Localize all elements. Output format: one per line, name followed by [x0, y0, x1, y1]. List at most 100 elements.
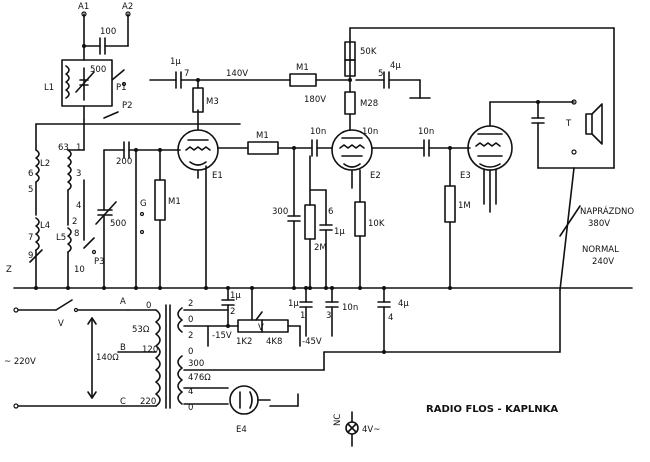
label-c1u-mid: 1µ — [334, 227, 345, 237]
label-r1k2: 1K2 — [236, 337, 252, 347]
label-n300: 300 — [188, 359, 204, 369]
label-l3-2: 2 — [72, 217, 77, 227]
label-m3: M3 — [206, 97, 219, 107]
labels: A1 A2 100 500 P1 L1 P2 L2 63 3 4 2 1 6 5… — [4, 2, 634, 435]
label-n7: 7 — [28, 233, 33, 243]
label-n8: 8 — [74, 229, 79, 239]
label-r10k: 10K — [368, 219, 385, 229]
label-t: T — [565, 119, 572, 129]
label-c1u-a: 1µ — [230, 291, 241, 301]
label-m28: M28 — [360, 99, 378, 109]
label-c2: 2 — [230, 307, 235, 317]
label-c1: 1 — [300, 311, 305, 321]
label-l3-1: 1 — [76, 143, 81, 153]
label-c4: 4 — [388, 313, 393, 323]
label-m1-left: M1 — [168, 197, 181, 207]
label-s2b: 2 — [188, 331, 193, 341]
antenna-section — [61, 11, 131, 121]
label-p1: P1 — [116, 83, 127, 93]
label-g: G — [140, 199, 147, 209]
label-lamp: 4V~ — [362, 425, 380, 435]
label-c3: 3 — [326, 311, 331, 321]
power-supply — [13, 205, 581, 447]
label-v180: 180V — [304, 95, 326, 105]
label-s0a: 0 — [188, 315, 193, 325]
label-n0c: 0 — [188, 403, 193, 413]
label-c4u: 4µ — [398, 299, 409, 309]
label-v140: 140V — [226, 69, 248, 79]
label-l3-3: 3 — [76, 169, 81, 179]
label-m45: -45V — [302, 337, 322, 347]
label-c100: 100 — [100, 27, 116, 37]
label-l2: L2 — [40, 159, 50, 169]
label-n6b: 6 — [328, 207, 333, 217]
tube-e3 — [467, 99, 603, 291]
label-v220: ~ 220V — [4, 357, 36, 367]
label-tap-b: B — [120, 343, 126, 353]
label-c1u-top: 1µ — [170, 57, 181, 67]
grid-network — [103, 141, 181, 289]
label-c10n-c: 10n — [418, 127, 434, 137]
junction-dots — [34, 44, 540, 354]
label-e1: E1 — [212, 171, 223, 181]
label-c200: 200 — [116, 157, 132, 167]
label-s0b: 0 — [188, 347, 193, 357]
label-v240: 240V — [592, 257, 614, 267]
label-m1-top: M1 — [296, 63, 309, 73]
top-wiring — [149, 27, 615, 169]
label-c300: 300 — [272, 207, 288, 217]
label-lamp-tag: NC — [333, 414, 343, 426]
coil-column — [29, 119, 117, 289]
label-tap-a: A — [120, 297, 126, 307]
label-l3-4: 4 — [76, 201, 81, 211]
label-n7b: 7 — [184, 69, 189, 79]
label-napr: NAPRÁZDNO — [580, 205, 634, 217]
label-c500-top: 500 — [90, 65, 106, 75]
label-n220: 220 — [140, 397, 156, 407]
label-r53: 53Ω — [132, 325, 150, 335]
label-n0: 0 — [146, 301, 151, 311]
label-p2: P2 — [122, 101, 133, 111]
label-n9: 9 — [28, 251, 33, 261]
label-a2: A2 — [122, 2, 133, 12]
label-v-switch: V — [58, 319, 64, 329]
label-r50k: 50K — [360, 47, 377, 57]
label-tap-c: C — [120, 397, 126, 407]
label-c500-mid: 500 — [110, 219, 126, 229]
label-s2a: 2 — [188, 299, 193, 309]
p2-switch — [35, 111, 241, 151]
label-v380: 380V — [588, 219, 610, 229]
label-r2m: 2M — [314, 243, 327, 253]
label-c4u-top: 4µ — [390, 61, 401, 71]
label-c1u-b: 1µ — [288, 299, 299, 309]
label-m15: -15V — [212, 331, 232, 341]
label-c10n-b: 10n — [362, 127, 378, 137]
label-n6: 6 — [28, 169, 33, 179]
label-n5: 5 — [28, 185, 33, 195]
label-n10: 10 — [74, 265, 85, 275]
label-z: Z — [6, 265, 12, 275]
tube-e2 — [331, 129, 471, 289]
label-r140: 140Ω — [96, 353, 119, 363]
label-e4: E4 — [236, 425, 247, 435]
label-normal: NORMAL — [582, 245, 619, 255]
label-l5: L5 — [56, 233, 66, 243]
label-l4: L4 — [40, 221, 50, 231]
label-r4k8: 4K8 — [266, 337, 282, 347]
label-c10n-a: 10n — [310, 127, 326, 137]
diagram-title: RADIO FLOS - KAPLNKA — [426, 404, 558, 415]
label-e2: E2 — [370, 171, 381, 181]
label-l3-63: 63 — [58, 143, 69, 153]
label-m1-mid: M1 — [256, 131, 269, 141]
label-a1: A1 — [78, 2, 89, 12]
label-c10n-d: 10n — [342, 303, 358, 313]
label-l1: L1 — [44, 83, 54, 93]
label-e3: E3 — [460, 171, 471, 181]
tube-e1 — [177, 109, 219, 289]
label-n120: 120 — [142, 345, 158, 355]
interstage-1 — [217, 139, 333, 289]
label-p3: P3 — [94, 257, 105, 267]
label-r1m: 1M — [458, 201, 471, 211]
